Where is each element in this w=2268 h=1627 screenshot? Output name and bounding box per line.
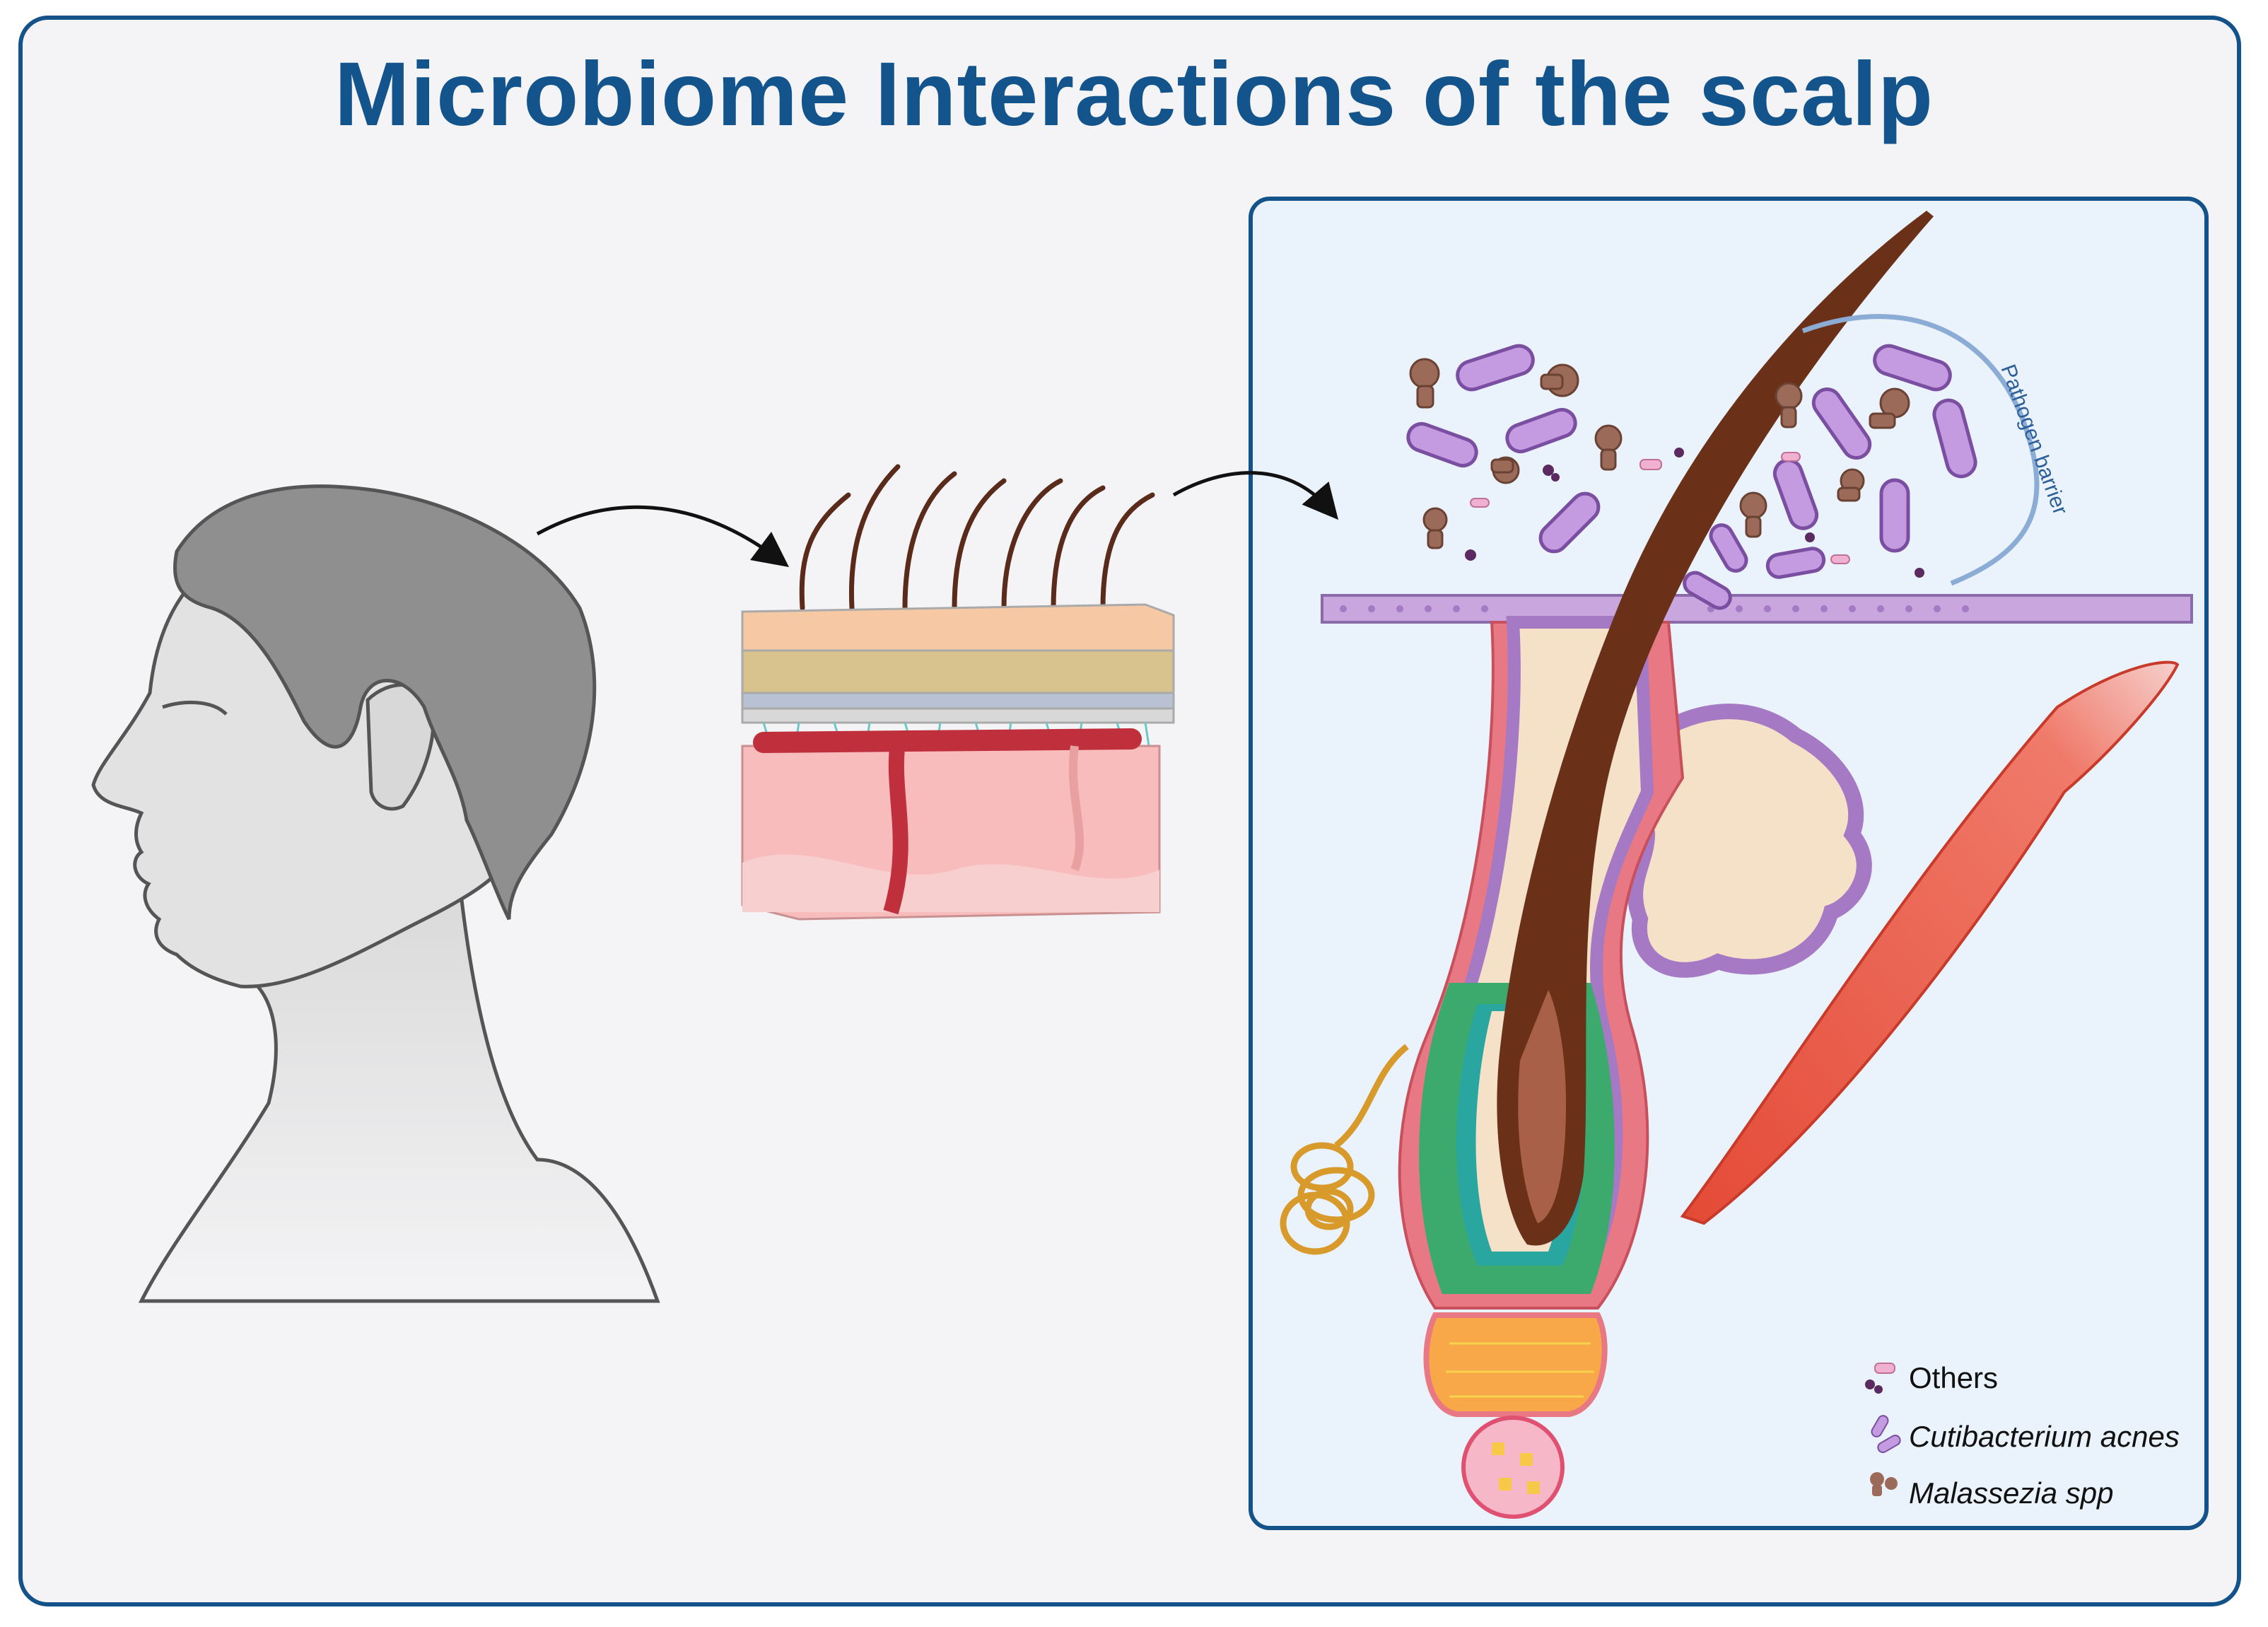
pathogen-barrier-arc	[1801, 314, 2040, 586]
sweat-gland	[1280, 1044, 1409, 1255]
others-microbe-icon	[1865, 1363, 1895, 1394]
malassezia-cluster	[1409, 358, 1910, 549]
sebaceous-gland	[1626, 704, 1872, 978]
skin-cross-section	[741, 464, 1175, 921]
hair-bulb-matrix	[1423, 1312, 1608, 1417]
head-profile-illustration	[91, 484, 660, 1303]
cutibacterium-icon	[1871, 1415, 1901, 1453]
blood-vessel	[753, 728, 1142, 753]
page-title: Microbiome Interactions of the scalp	[334, 44, 1934, 145]
neck-shoulder	[138, 802, 660, 1303]
arrector-pili-muscle	[1680, 660, 2180, 1225]
legend-icons	[1865, 1363, 1901, 1496]
dermal-papilla	[1461, 1416, 1565, 1519]
legend-malassezia: Malassezia spp	[1909, 1476, 2114, 1510]
legend-cutibacterium: Cutibacterium acnes	[1909, 1420, 2180, 1453]
legend-others: Others	[1909, 1361, 1999, 1394]
hair-follicle-illustration	[1280, 211, 2193, 1519]
arrow-head-to-skin	[536, 505, 790, 567]
malassezia-icon	[1870, 1472, 1898, 1496]
others-cluster	[1465, 448, 1924, 578]
cutibacterium-cluster	[1406, 344, 1977, 610]
arrow-skin-to-follicle	[1172, 471, 1339, 520]
hair	[173, 484, 597, 921]
